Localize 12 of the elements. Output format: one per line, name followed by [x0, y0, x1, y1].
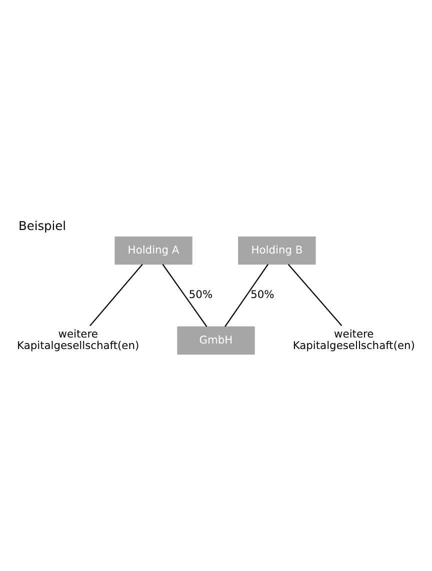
node-box: Holding A — [114, 236, 192, 264]
node-box: GmbH — [177, 326, 255, 354]
diagram-title: Beispiel — [18, 218, 66, 232]
connector — [224, 264, 268, 326]
connector — [288, 264, 342, 326]
node-text: weitere Kapitalgesellschaft(en) — [17, 327, 140, 352]
node-box: Holding B — [238, 236, 316, 264]
edge-label: 50% — [250, 287, 274, 300]
node-text: weitere Kapitalgesellschaft(en) — [292, 327, 415, 352]
connector — [90, 264, 143, 326]
edge-label: 50% — [188, 287, 213, 300]
connector — [162, 264, 208, 326]
